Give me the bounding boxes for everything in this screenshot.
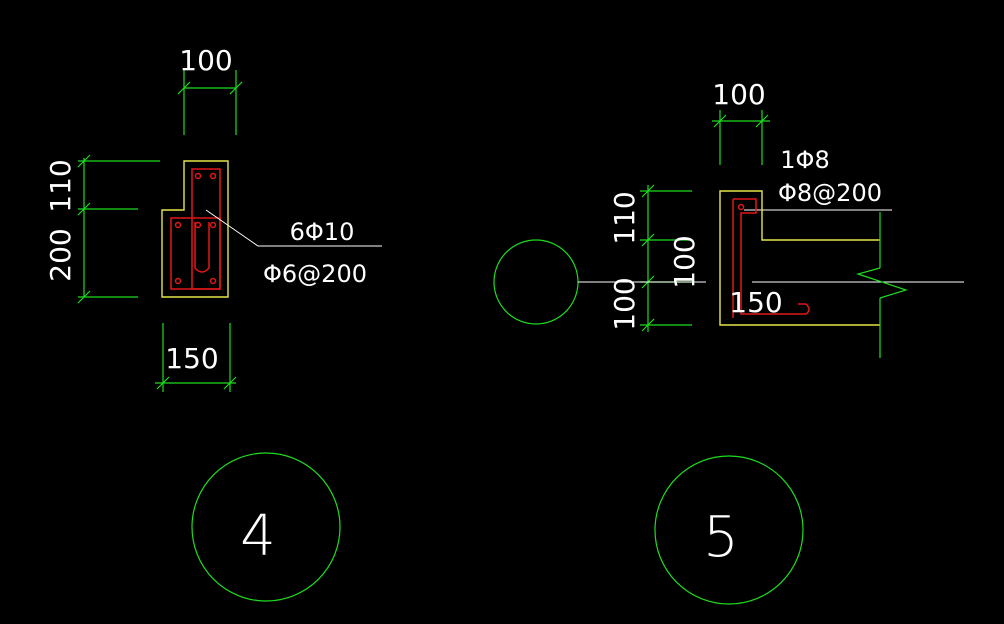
detail-4-stirrup-note: Φ6@200: [263, 260, 367, 288]
detail-4-top-dimension: [177, 70, 243, 135]
detail-4-section-outline: [161, 160, 229, 298]
detail-4-number-circle: [191, 452, 341, 602]
detail-5-top-bar-note: 1Φ8: [780, 146, 829, 174]
detail-5-left-dim-lower-label: 100: [608, 277, 641, 330]
detail-4-bottom-dim-label: 150: [165, 342, 218, 375]
detail-4: 100 110 200 150: [44, 44, 382, 602]
detail-5-break-line: [855, 212, 908, 358]
detail-5-section-outline: [719, 190, 880, 326]
detail-5-top-dimension: [712, 110, 770, 165]
detail-4-main-rebar-note: 6Φ10: [290, 218, 355, 246]
detail-5-left-dim-middle-label: 100: [668, 235, 701, 288]
detail-4-left-dim-lower-label: 200: [44, 228, 77, 281]
detail-4-leader-line: [205, 209, 382, 247]
detail-4-left-dim-upper-label: 110: [44, 159, 77, 212]
detail-5-top-dim-label: 100: [712, 78, 765, 111]
detail-4-rebar-cage: [170, 168, 221, 290]
detail-5-stirrup-note: Φ8@200: [778, 179, 882, 207]
detail-5: 100 1Φ8 Φ8@200 110 100 100: [493, 78, 964, 605]
detail-5-rebar: [732, 198, 810, 318]
detail-4-number-label: 4: [240, 504, 276, 569]
detail-5-inner-dim-label: 150: [729, 286, 782, 319]
detail-5-number-label: 5: [703, 505, 739, 570]
detail-5-left-dim-upper-label: 110: [608, 191, 641, 244]
detail-4-bottom-dimension: [155, 323, 237, 392]
detail-4-left-dimension: [77, 154, 160, 304]
detail-4-top-dim-label: 100: [179, 44, 232, 77]
detail-5-number-circle: [654, 455, 804, 605]
detail-5-pipe-circle: [493, 239, 579, 325]
